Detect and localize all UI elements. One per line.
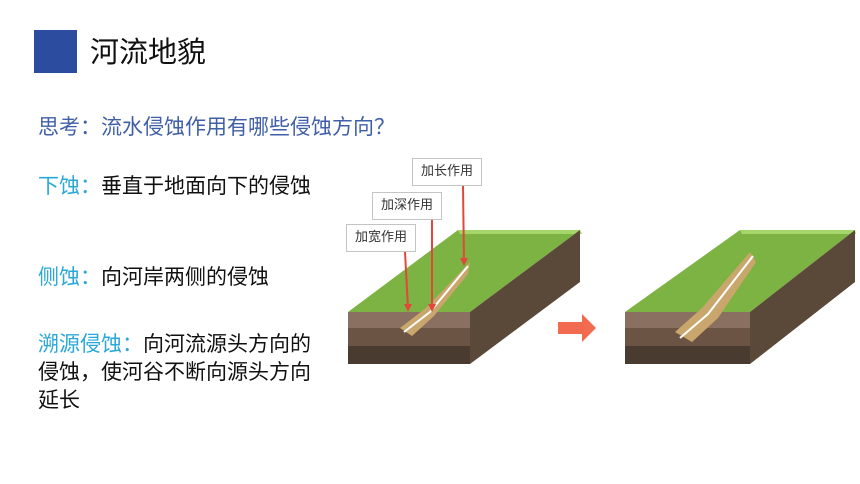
point-lateral-erosion: 侧蚀：向河岸两侧的侵蚀 <box>38 263 323 291</box>
grass-edge <box>458 230 582 234</box>
point-headward-erosion: 溯源侵蚀：向河流源头方向的侵蚀，使河谷不断向源头方向延长 <box>38 330 323 414</box>
terrain-block-after <box>625 230 856 364</box>
term-separator: ： <box>80 174 101 198</box>
transition-arrow <box>558 314 596 342</box>
valley <box>675 252 756 342</box>
label-lengthen: 加长作用 <box>412 158 483 186</box>
grass-edge <box>740 230 856 234</box>
arrow-widen <box>404 251 409 309</box>
arrow-lengthen <box>462 185 465 263</box>
title-accent-block <box>34 30 77 73</box>
soil-side <box>470 230 580 364</box>
term-headward-erosion: 溯源侵蚀 <box>38 332 122 356</box>
point-downcutting: 下蚀：垂直于地面向下的侵蚀 <box>38 172 323 200</box>
terrain-block-before <box>348 230 582 364</box>
slide-title: 河流地貌 <box>90 35 207 69</box>
desc-lateral-erosion: 向河岸两侧的侵蚀 <box>101 265 269 289</box>
valley <box>400 262 470 336</box>
term-downcutting: 下蚀 <box>38 174 80 198</box>
erosion-diagram: 加长作用 加深作用 加宽作用 <box>330 150 860 390</box>
arrow-lengthen-head <box>460 258 468 266</box>
soil-front-mid <box>348 328 470 346</box>
term-separator: ： <box>122 332 143 356</box>
river <box>403 265 469 333</box>
desc-downcutting: 垂直于地面向下的侵蚀 <box>101 174 311 198</box>
erosion-illustration <box>348 185 856 364</box>
arrow-widen-head <box>404 304 412 312</box>
question-text: 思考：流水侵蚀作用有哪些侵蚀方向？ <box>38 115 395 139</box>
term-lateral-erosion: 侧蚀 <box>38 265 80 289</box>
term-separator: ： <box>80 265 101 289</box>
soil-front-bottom <box>348 346 470 364</box>
desc-headward-erosion: 向河流源头方向的侵蚀，使河谷不断向源头方向延长 <box>38 332 311 412</box>
label-deepen: 加深作用 <box>372 192 443 220</box>
soil-front-bottom <box>625 346 750 364</box>
label-widen: 加宽作用 <box>346 224 417 252</box>
soil-front-top <box>348 312 470 328</box>
river <box>679 255 754 339</box>
arrow-deepen-head <box>428 304 436 312</box>
soil-side <box>750 230 855 364</box>
